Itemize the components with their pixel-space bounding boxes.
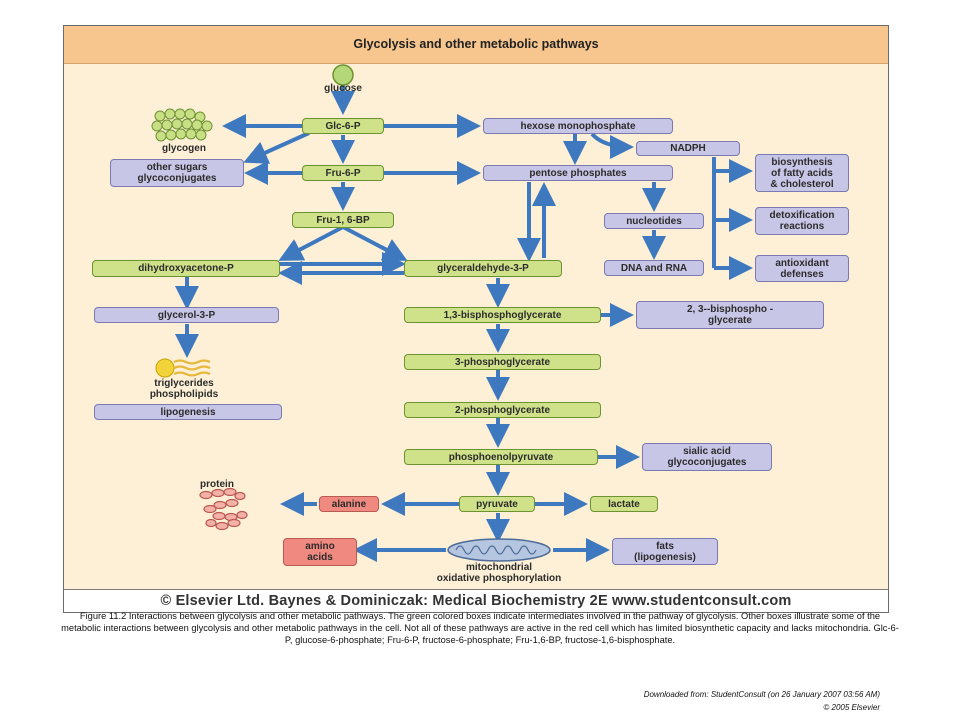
mitochondrion-icon bbox=[447, 538, 551, 562]
figure-caption: Figure 11.2 Interactions between glycoly… bbox=[61, 611, 899, 645]
node-pep: phosphoenolpyruvate bbox=[404, 449, 598, 465]
source-note: Downloaded from: StudentConsult (on 26 J… bbox=[644, 688, 880, 714]
node-bpg13: 1,3-bisphosphoglycerate bbox=[404, 307, 601, 323]
node-23-bpg: 2, 3--bisphospho - glycerate bbox=[636, 301, 824, 329]
glucose-label: glucose bbox=[324, 83, 362, 94]
node-gap: glyceraldehyde-3-P bbox=[404, 260, 562, 277]
glucose-icon bbox=[332, 64, 354, 86]
node-sialic-acid: sialic acid glycoconjugates bbox=[642, 443, 772, 471]
node-alanine: alanine bbox=[319, 496, 379, 512]
copyright-bar: © Elsevier Ltd. Baynes & Dominiczak: Med… bbox=[64, 589, 888, 612]
glycogen-label: glycogen bbox=[162, 143, 206, 154]
source-line-2: © 2005 Elsevier bbox=[823, 703, 880, 712]
arrow-fru16bp-dhap bbox=[278, 225, 344, 261]
node-fru6p: Fru-6-P bbox=[302, 165, 384, 181]
arrow-fru16bp-gap bbox=[342, 225, 408, 261]
node-lactate: lactate bbox=[590, 496, 658, 512]
arrow-hexose-nadph bbox=[590, 132, 634, 159]
node-fats: fats (lipogenesis) bbox=[612, 538, 718, 565]
node-nadph: NADPH bbox=[636, 141, 740, 156]
node-glc6p: Glc-6-P bbox=[302, 118, 384, 134]
node-other-sugars: other sugars glycoconjugates bbox=[110, 159, 244, 187]
protein-icon bbox=[199, 487, 248, 531]
node-lipogenesis: lipogenesis bbox=[94, 404, 282, 420]
protein-label: protein bbox=[200, 479, 234, 490]
triglycerides-label: triglycerides phospholipids bbox=[149, 378, 219, 400]
pathway-diagram bbox=[151, 64, 753, 562]
node-dhap: dihydroxyacetone-P bbox=[92, 260, 280, 277]
node-antioxidant: antioxidant defenses bbox=[755, 255, 849, 282]
node-fatty-acids: biosynthesis of fatty acids & cholestero… bbox=[755, 154, 849, 192]
node-detoxification: detoxification reactions bbox=[755, 207, 849, 235]
figure-panel: Glycolysis and other metabolic pathways bbox=[63, 25, 889, 613]
mitochondria-label: mitochondrial oxidative phosphorylation bbox=[436, 562, 562, 584]
node-pg2: 2-phosphoglycerate bbox=[404, 402, 601, 418]
node-glycerol3p: glycerol-3-P bbox=[94, 307, 279, 323]
node-fru16bp: Fru-1, 6-BP bbox=[292, 212, 394, 228]
diagram-title: Glycolysis and other metabolic pathways bbox=[64, 26, 888, 64]
glycogen-icon bbox=[151, 108, 213, 142]
node-pyruvate: pyruvate bbox=[459, 496, 535, 512]
node-hexose-monophosphate: hexose monophosphate bbox=[483, 118, 673, 134]
node-amino-acids: amino acids bbox=[283, 538, 357, 566]
node-pg3: 3-phosphoglycerate bbox=[404, 354, 601, 370]
node-nucleotides: nucleotides bbox=[604, 213, 704, 229]
source-line-1: Downloaded from: StudentConsult (on 26 J… bbox=[643, 690, 880, 699]
node-pentose-phosphates: pentose phosphates bbox=[483, 165, 673, 181]
arrow-glc6p-other-sugars bbox=[243, 131, 310, 164]
node-dna-rna: DNA and RNA bbox=[604, 260, 704, 276]
triglyceride-icon bbox=[155, 358, 211, 378]
